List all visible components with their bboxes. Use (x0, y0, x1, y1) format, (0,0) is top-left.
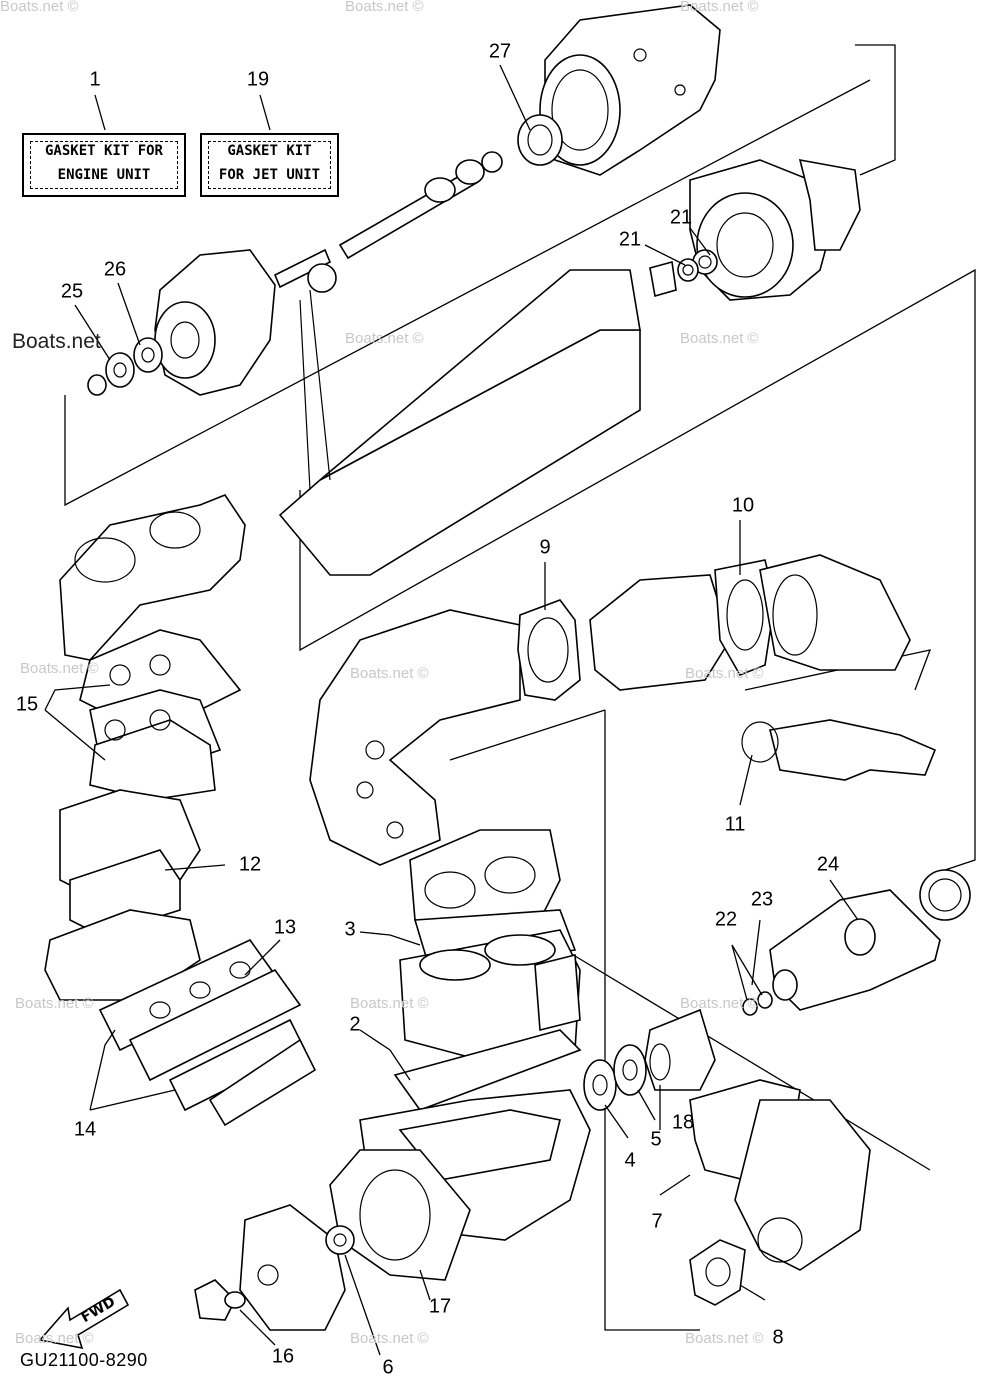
callout-6: 6 (382, 1356, 394, 1379)
callout-9: 9 (539, 536, 551, 559)
bearing-20-21 (649, 249, 718, 298)
watermark-4: Boats.net © (345, 330, 424, 347)
callout-18: 18 (671, 1111, 695, 1134)
callout-16: 16 (271, 1345, 295, 1368)
engine-kit-line2: ENGINE UNIT (57, 167, 151, 183)
callout-26: 26 (103, 258, 127, 281)
watermark-12: Boats.net © (15, 1330, 94, 1347)
diagram-code: GU21100-8290 (20, 1350, 148, 1370)
intake-manifold (44, 789, 201, 1001)
callout-13: 13 (273, 916, 297, 939)
callout-22: 22 (714, 908, 738, 931)
exhaust-pipe (309, 609, 521, 866)
callout-8: 8 (772, 1326, 784, 1349)
callout-23: 23 (750, 888, 774, 911)
box-inner-border (30, 141, 178, 189)
callout-3: 3 (344, 918, 356, 941)
watermark-10: Boats.net © (350, 995, 429, 1012)
bearing-housing-23-24 (742, 869, 971, 1016)
jet-kit-line2: FOR JET UNIT (218, 167, 321, 183)
watermark-2: Boats.net © (345, 0, 424, 15)
watermark-brand-left: Boats.net (12, 330, 101, 353)
callout-27: 27 (488, 40, 512, 63)
callout-17: 17 (428, 1295, 452, 1318)
gasket-kit-engine-box: GASKET KIT FOR ENGINE UNIT (22, 133, 186, 197)
callout-10: 10 (731, 494, 755, 517)
callout-14: 14 (73, 1118, 97, 1141)
watermark-14: Boats.net © (685, 1330, 764, 1347)
exhaust-outlet (759, 554, 911, 671)
driveshaft (273, 151, 503, 289)
hose-11 (741, 719, 937, 781)
callout-7: 7 (651, 1210, 663, 1233)
cylinder-block (399, 929, 581, 1061)
watermark-13: Boats.net © (350, 1330, 429, 1347)
base-gasket-2 (393, 1029, 582, 1111)
jet-pump-housing-top (539, 4, 721, 176)
callout-11: 11 (724, 813, 746, 836)
callout-20: 21 (618, 228, 642, 251)
watermark-9: Boats.net © (15, 995, 94, 1012)
jet-tunnel (278, 263, 641, 576)
group-boundaries (64, 44, 976, 1331)
gasket-8 (689, 1239, 746, 1306)
callout-2: 2 (349, 1013, 361, 1036)
coupling-4-5-18 (583, 1008, 716, 1111)
leader-lines (44, 64, 859, 1356)
callout-19: 19 (246, 68, 270, 91)
forward-arrow-icon (38, 1288, 130, 1350)
box-inner-border (208, 141, 331, 189)
gasket-kit-jet-box: GASKET KIT FOR JET UNIT (200, 133, 339, 197)
seal-6 (325, 1225, 355, 1255)
callout-12: 12 (238, 853, 262, 876)
seal-27 (517, 114, 563, 166)
gasket-stack-15 (79, 629, 242, 801)
muffler-body (589, 574, 731, 691)
callout-5: 5 (650, 1128, 662, 1151)
callout-1: 1 (89, 68, 101, 91)
callout-4: 4 (624, 1149, 636, 1172)
exhaust-chamber-left (59, 494, 246, 661)
watermark-7: Boats.net © (350, 665, 429, 682)
callout-15: 15 (15, 693, 39, 716)
watermark-11: Boats.net © (680, 995, 759, 1012)
callout-21: 21 (669, 206, 693, 229)
bearings-25-26 (87, 337, 163, 396)
jet-kit-line1: GASKET KIT (227, 143, 312, 159)
watermark-5: Boats.net © (680, 330, 759, 347)
watermark-8: Boats.net © (685, 665, 764, 682)
engine-kit-line1: GASKET KIT FOR (44, 143, 163, 159)
watermark-6: Boats.net © (20, 660, 99, 677)
callout-25: 25 (60, 280, 84, 303)
callout-24: 24 (816, 853, 840, 876)
impeller-housing-right (689, 158, 861, 301)
watermark-1: Boats.net © (0, 0, 79, 15)
pump-housing-left (154, 249, 276, 396)
gasket-9 (517, 599, 581, 701)
sensor-16 (194, 1279, 246, 1321)
gasket-10 (714, 559, 776, 677)
stator-cover (239, 1204, 346, 1331)
watermark-3: Boats.net © (680, 0, 759, 15)
gasket-13-14 (98, 938, 317, 1127)
exhaust-manifold-7 (689, 1079, 871, 1271)
